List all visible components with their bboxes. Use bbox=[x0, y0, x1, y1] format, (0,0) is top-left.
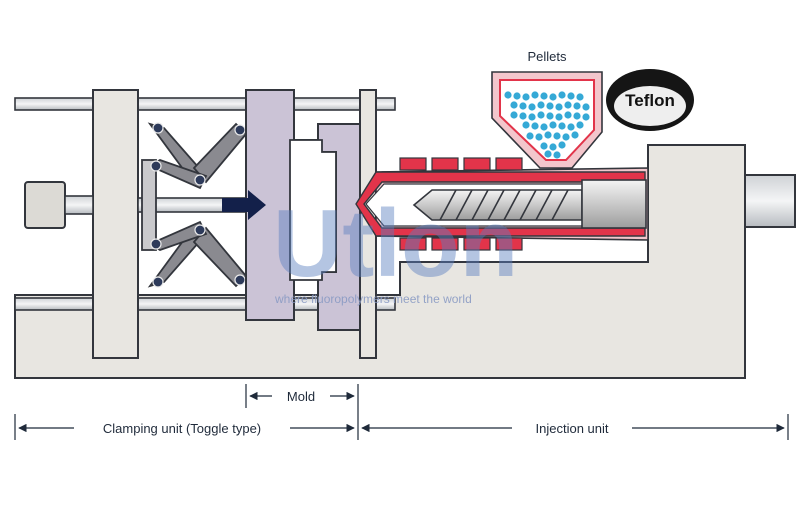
clamp-direction-arrow bbox=[222, 190, 266, 220]
melt-zone bbox=[355, 171, 646, 237]
pellet bbox=[528, 113, 536, 121]
pellet bbox=[537, 111, 545, 119]
pellet bbox=[544, 131, 552, 139]
dimension-lines bbox=[14, 384, 789, 440]
pellet bbox=[537, 101, 545, 109]
pellet bbox=[510, 101, 518, 109]
mold-label: Mold bbox=[287, 389, 315, 404]
pellet bbox=[573, 112, 581, 120]
pellet bbox=[582, 103, 590, 111]
pellet bbox=[567, 123, 575, 131]
pellet bbox=[546, 112, 554, 120]
pellet bbox=[519, 102, 527, 110]
pellet bbox=[531, 91, 539, 99]
injection-unit-label: Injection unit bbox=[536, 421, 609, 436]
pellet bbox=[513, 92, 521, 100]
pellet bbox=[549, 93, 557, 101]
pellet bbox=[555, 113, 563, 121]
pellet bbox=[549, 121, 557, 129]
pellet bbox=[576, 121, 584, 129]
pellet bbox=[564, 111, 572, 119]
pellet bbox=[555, 103, 563, 111]
clamping-unit-label: Clamping unit (Toggle type) bbox=[103, 421, 261, 436]
pellet bbox=[510, 111, 518, 119]
pellet bbox=[540, 123, 548, 131]
watermark-logo: Utlon bbox=[273, 190, 518, 297]
screw-shank bbox=[581, 179, 647, 229]
pellet bbox=[526, 132, 534, 140]
pellet bbox=[522, 121, 530, 129]
toggle-pins bbox=[150, 122, 246, 288]
hopper bbox=[491, 71, 603, 169]
pellet bbox=[558, 122, 566, 130]
pellet bbox=[562, 133, 570, 141]
pellet bbox=[573, 102, 581, 110]
pellet bbox=[576, 93, 584, 101]
pellet bbox=[544, 150, 552, 158]
pellet bbox=[540, 142, 548, 150]
pellets-label: Pellets bbox=[527, 49, 567, 64]
mold-cavity bbox=[289, 139, 337, 281]
pellet bbox=[535, 133, 543, 141]
pellet bbox=[504, 91, 512, 99]
pellet bbox=[571, 131, 579, 139]
pellet bbox=[531, 122, 539, 130]
pellets bbox=[504, 91, 590, 159]
machine-base bbox=[14, 144, 796, 379]
pellet bbox=[558, 141, 566, 149]
reciprocating-screw bbox=[412, 179, 647, 229]
pellet bbox=[564, 101, 572, 109]
pellet bbox=[558, 91, 566, 99]
pellet bbox=[553, 132, 561, 140]
pellet bbox=[528, 103, 536, 111]
heater-bands bbox=[399, 157, 523, 251]
pellet bbox=[567, 92, 575, 100]
watermark-tagline: where fluoropolymers meet the world bbox=[274, 292, 472, 306]
pellet bbox=[549, 143, 557, 151]
injection-cylinder-rod bbox=[744, 174, 796, 228]
pellet bbox=[522, 93, 530, 101]
teflon-badge-text: Teflon bbox=[625, 91, 675, 110]
clamp-cylinder bbox=[24, 181, 251, 229]
pellet bbox=[540, 92, 548, 100]
teflon-badge: Teflon bbox=[606, 69, 694, 131]
pellet bbox=[582, 113, 590, 121]
rear-platen bbox=[92, 89, 139, 359]
pellet bbox=[553, 151, 561, 159]
pellet bbox=[546, 102, 554, 110]
pellet bbox=[519, 112, 527, 120]
